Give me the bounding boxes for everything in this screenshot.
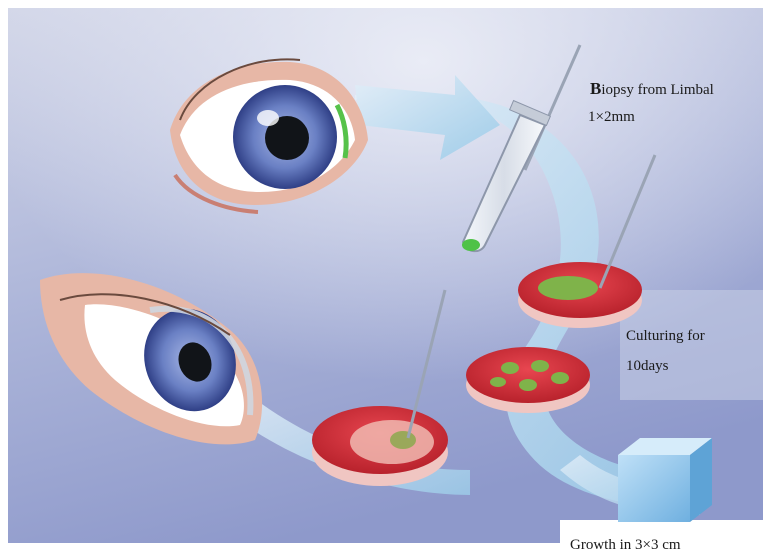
culture-label-line2: 10days	[626, 357, 669, 375]
graft-cube-icon	[618, 438, 712, 522]
biopsy-label-line2: 1×2mm	[588, 108, 635, 126]
growth-label-line1: Growth in 3×3 cm	[570, 536, 681, 554]
treated-eye-icon	[40, 273, 262, 444]
membrane-dish	[312, 290, 448, 486]
culture-label: Culturing for	[626, 327, 705, 345]
growth-label: Growth in 3×3 cm	[570, 536, 681, 554]
culture-label-line1: Culturing for	[626, 327, 705, 345]
biopsy-label-line1: Biopsy from Limbal	[590, 80, 714, 99]
biopsy-size-label: 1×2mm	[588, 108, 635, 126]
eye-icon	[170, 59, 368, 212]
culture-dish-middle	[466, 347, 590, 413]
culture-duration-label: 10days	[626, 357, 669, 375]
biopsy-label: Biopsy from Limbal	[590, 80, 714, 99]
